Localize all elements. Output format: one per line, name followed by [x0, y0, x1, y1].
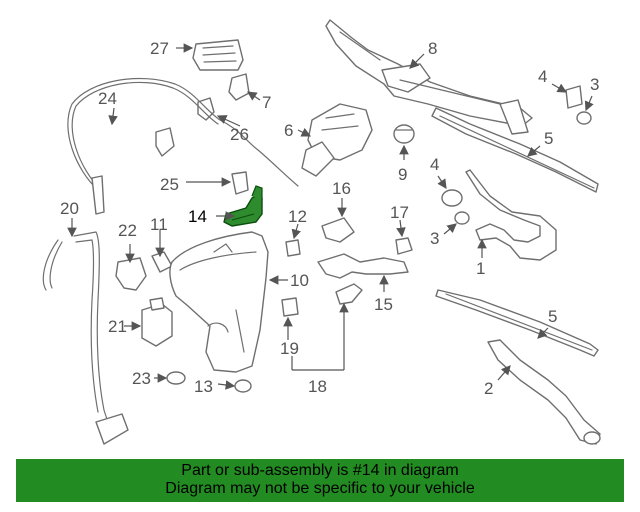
part-10-reservoir	[169, 231, 269, 373]
part-9-cap	[393, 124, 415, 144]
part-4-mid	[441, 189, 463, 207]
part-3-mid	[454, 211, 470, 225]
info-banner: Part or sub-assembly is #14 in diagram D…	[16, 459, 624, 502]
callout-16: 16	[332, 179, 351, 198]
callout-6: 6	[284, 121, 293, 140]
callout-20: 20	[60, 199, 79, 218]
banner-line-1: Part or sub-assembly is #14 in diagram	[181, 462, 459, 479]
callout-7: 7	[262, 93, 271, 112]
part-17-plug	[395, 237, 413, 255]
banner-line-2: Diagram may not be specific to your vehi…	[165, 480, 475, 497]
part-24-hose	[67, 77, 299, 191]
part-25-clip	[231, 171, 249, 195]
part-18-connector	[335, 283, 363, 305]
part-1-arm	[465, 169, 557, 261]
part-5-blade-upper	[431, 107, 599, 193]
part-23-grommet	[166, 371, 186, 385]
callout-4-mid: 4	[430, 155, 439, 174]
part-27-cover	[192, 39, 244, 71]
callout-5-upper: 5	[544, 129, 553, 148]
callout-2: 2	[484, 379, 493, 398]
callout-1: 1	[476, 259, 485, 278]
part-16-bracket	[321, 217, 355, 243]
part-6-wiper-motor	[301, 103, 373, 177]
part-15-connector	[317, 253, 409, 279]
callout-9: 9	[398, 165, 407, 184]
callout-18: 18	[308, 377, 327, 396]
callout-17: 17	[390, 203, 409, 222]
callout-labels: 27 7 8 4 3 5 6 9 26 24 25 4 3 1 16 12 17…	[60, 39, 599, 398]
callout-8: 8	[428, 39, 437, 58]
part-21-pump	[141, 297, 173, 347]
callout-23: 23	[132, 369, 151, 388]
callout-13: 13	[194, 377, 213, 396]
part-13-cap	[234, 379, 252, 393]
part-24-connector	[91, 175, 105, 215]
callout-26: 26	[230, 125, 249, 144]
part-5-blade-lower	[435, 289, 599, 357]
part-8-linkage	[325, 19, 533, 135]
callout-25: 25	[160, 175, 179, 194]
callout-10: 10	[290, 271, 309, 290]
callout-14: 14	[188, 207, 207, 226]
part-22-bracket	[115, 257, 147, 291]
callout-27: 27	[150, 39, 169, 58]
callout-19: 19	[280, 339, 299, 358]
callout-12: 12	[288, 207, 307, 226]
part-20-fitting	[95, 413, 129, 445]
part-3-upper	[576, 111, 592, 125]
part-19-grommet	[281, 297, 299, 317]
callout-21: 21	[108, 317, 127, 336]
callout-15: 15	[374, 295, 393, 314]
part-2-arm	[487, 339, 601, 445]
leader-lines	[67, 43, 594, 390]
part-7-clip	[228, 73, 250, 101]
part-4-upper	[565, 85, 583, 109]
callout-22: 22	[118, 221, 137, 240]
callout-11: 11	[150, 215, 168, 234]
callout-24: 24	[98, 89, 117, 108]
part-12-bushing	[285, 239, 301, 257]
part-11-hose	[151, 251, 173, 273]
callout-5-lower: 5	[548, 307, 557, 326]
callout-4-upper: 4	[538, 67, 547, 86]
hose-clip	[155, 127, 175, 157]
callout-3-upper: 3	[590, 75, 599, 94]
callout-3-mid: 3	[430, 229, 439, 248]
